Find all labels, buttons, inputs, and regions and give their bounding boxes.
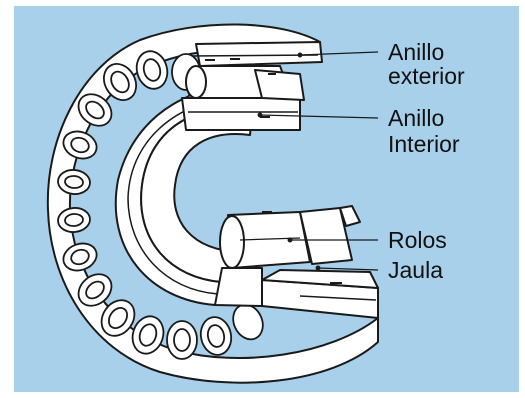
inner-ring-cut-top [182,98,300,130]
label-outer-ring-line1: Anillo [388,40,444,64]
label-outer-ring-line2: exterior [388,64,465,88]
label-cage: Jaula [388,258,443,282]
outer-ring-cut-top [196,42,322,66]
inner-ring-cut-bottom [215,268,262,306]
top-roller-section [186,66,304,100]
label-rollers: Rolos [388,228,447,252]
label-inner-ring-line1: Anillo [388,106,444,130]
leader-cage [318,268,378,270]
label-inner-ring-line2: Interior [388,132,460,156]
